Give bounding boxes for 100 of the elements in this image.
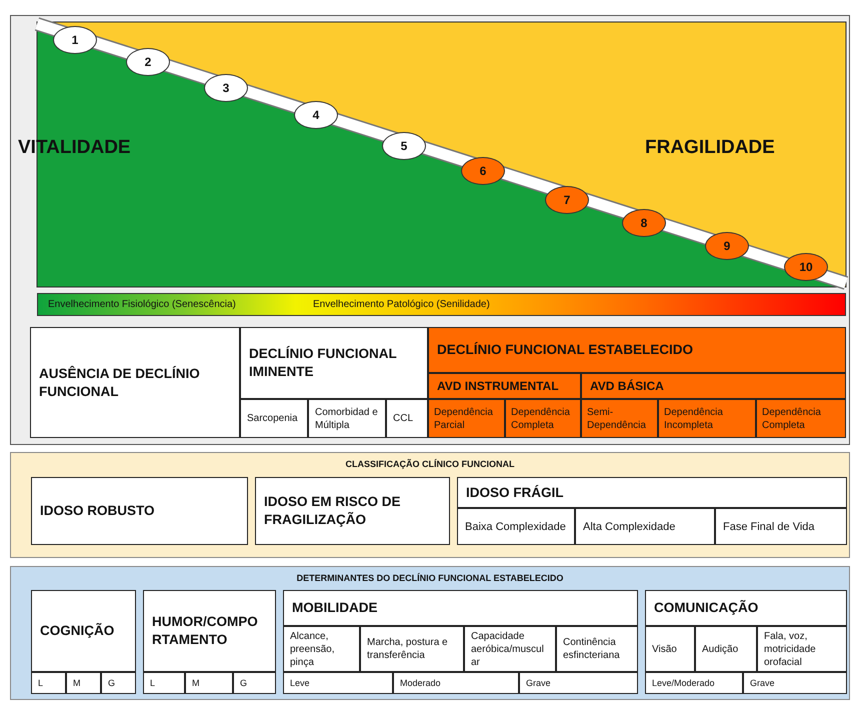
table-cell	[575, 508, 715, 545]
bar-label: Envelhecimento Fisiológico (Senescência)	[48, 299, 236, 310]
step-number: 10	[799, 260, 813, 274]
table-cell	[31, 590, 136, 672]
table-cell	[31, 477, 248, 545]
cell-text: L	[38, 678, 44, 688]
cell-text: Continência esfincteriana	[563, 636, 621, 662]
table-cell	[756, 399, 846, 438]
table-cell	[581, 373, 846, 399]
bar-label: Envelhecimento Patológico (Senilidade)	[313, 299, 490, 310]
cell-text: L	[150, 678, 156, 688]
table-cell	[255, 477, 450, 545]
section-title: DETERMINANTES DO DECLÍNIO FUNCIONAL ESTABELECIDO	[296, 573, 564, 583]
table-cell	[645, 626, 695, 672]
table-cell	[240, 399, 308, 438]
cell-text: AVD BÁSICA	[590, 379, 664, 393]
table-cell	[283, 590, 638, 626]
side-label: FRAGILIDADE	[645, 137, 775, 159]
table-cell	[393, 672, 519, 694]
cell-text: IDOSO FRÁGIL	[466, 484, 564, 502]
table-cell	[143, 672, 185, 694]
cell-text: G	[108, 678, 116, 688]
section-panel	[10, 452, 850, 558]
cell-text: AVD INSTRUMENTAL	[437, 379, 559, 393]
cell-text: Comorbidad e Múltipla	[315, 406, 379, 432]
table-cell	[428, 327, 846, 373]
cell-text: Fala, voz, motricidade orofacial	[764, 630, 817, 668]
table-cell	[658, 399, 756, 438]
cell-text: Visão	[652, 642, 677, 656]
cell-text: Marcha, postura e transferência	[367, 636, 449, 662]
step-number: 9	[724, 239, 730, 253]
table-cell	[30, 327, 240, 438]
table-cell	[283, 672, 393, 694]
step-number: 1	[72, 33, 78, 47]
step-number: 3	[222, 81, 230, 95]
cell-text: COGNIÇÃO	[40, 622, 114, 640]
cell-text: G	[240, 678, 248, 688]
table-cell	[66, 672, 101, 694]
table-cell	[308, 399, 386, 438]
cell-text: AUSÊNCIA DE DECLÍNIO FUNCIONAL	[39, 364, 201, 400]
cell-text: Fase Final de Vida	[723, 520, 815, 534]
cell-text: Sarcopenia	[247, 412, 298, 425]
cell-text: Moderado	[400, 678, 441, 688]
cell-text: MOBILIDADE	[292, 599, 378, 617]
table-cell	[581, 399, 658, 438]
cell-text: CCL	[393, 412, 414, 425]
table-cell	[143, 590, 276, 672]
table-cell	[757, 626, 847, 672]
cell-text: IDOSO ROBUSTO	[40, 502, 155, 520]
table-cell	[715, 508, 847, 545]
table-cell	[645, 590, 847, 626]
table-cell	[31, 672, 66, 694]
table-cell	[428, 373, 581, 399]
cell-text: Leve	[290, 678, 310, 688]
cell-text: DECLÍNIO FUNCIONAL ESTABELECIDO	[437, 341, 694, 359]
cell-text: IDOSO EM RISCO DE FRAGILIZAÇÃO	[264, 493, 402, 529]
cell-text: Dependência Parcial	[434, 406, 494, 432]
cell-text: HUMOR/COMPORTAMENTO	[152, 613, 259, 649]
table-cell	[457, 508, 575, 545]
table-cell	[505, 399, 581, 438]
cell-text: DECLÍNIO FUNCIONAL IMINENTE	[249, 345, 398, 381]
table-cell	[428, 399, 505, 438]
cell-text: Leve/Moderado	[652, 678, 715, 688]
cell-text: M	[192, 678, 200, 688]
cell-text: Baixa Complexidade	[465, 520, 566, 534]
table-cell	[519, 672, 638, 694]
section-title: CLASSIFICAÇÃO CLÍNICO FUNCIONAL	[346, 459, 514, 469]
step-number: 7	[564, 193, 570, 207]
table-cell	[464, 626, 556, 672]
cell-text: Alta Complexidade	[583, 520, 676, 534]
cell-text: M	[73, 678, 80, 688]
table-cell	[556, 626, 638, 672]
table-cell	[283, 626, 360, 672]
cell-text: Audição	[702, 642, 738, 656]
table-cell	[185, 672, 233, 694]
step-number: 6	[480, 164, 486, 178]
step-number: 4	[312, 108, 320, 122]
cell-text: Grave	[750, 678, 775, 688]
cell-text: Semi-Dependência	[587, 406, 647, 432]
step-number: 5	[400, 139, 408, 153]
table-cell	[457, 477, 847, 508]
table-cell	[645, 672, 743, 694]
cell-text: Capacidade aeróbica/muscular	[471, 630, 545, 668]
table-cell	[101, 672, 136, 694]
table-cell	[233, 672, 276, 694]
cell-text: Dependência Incompleta	[664, 406, 724, 432]
table-cell	[240, 327, 428, 399]
section-panel	[10, 566, 850, 700]
cell-text: Dependência Completa	[762, 406, 822, 432]
table-cell	[695, 626, 757, 672]
table-cell	[743, 672, 847, 694]
cell-text: Dependência Completa	[511, 406, 571, 432]
cell-text: Grave	[526, 678, 551, 688]
table-cell	[386, 399, 428, 438]
gradient-bar	[37, 293, 846, 316]
cell-text: Alcance, preensão, pinça	[290, 630, 336, 668]
step-number: 8	[640, 216, 648, 230]
table-cell	[360, 626, 464, 672]
step-number: 2	[144, 55, 152, 69]
cell-text: COMUNICAÇÃO	[654, 599, 758, 617]
